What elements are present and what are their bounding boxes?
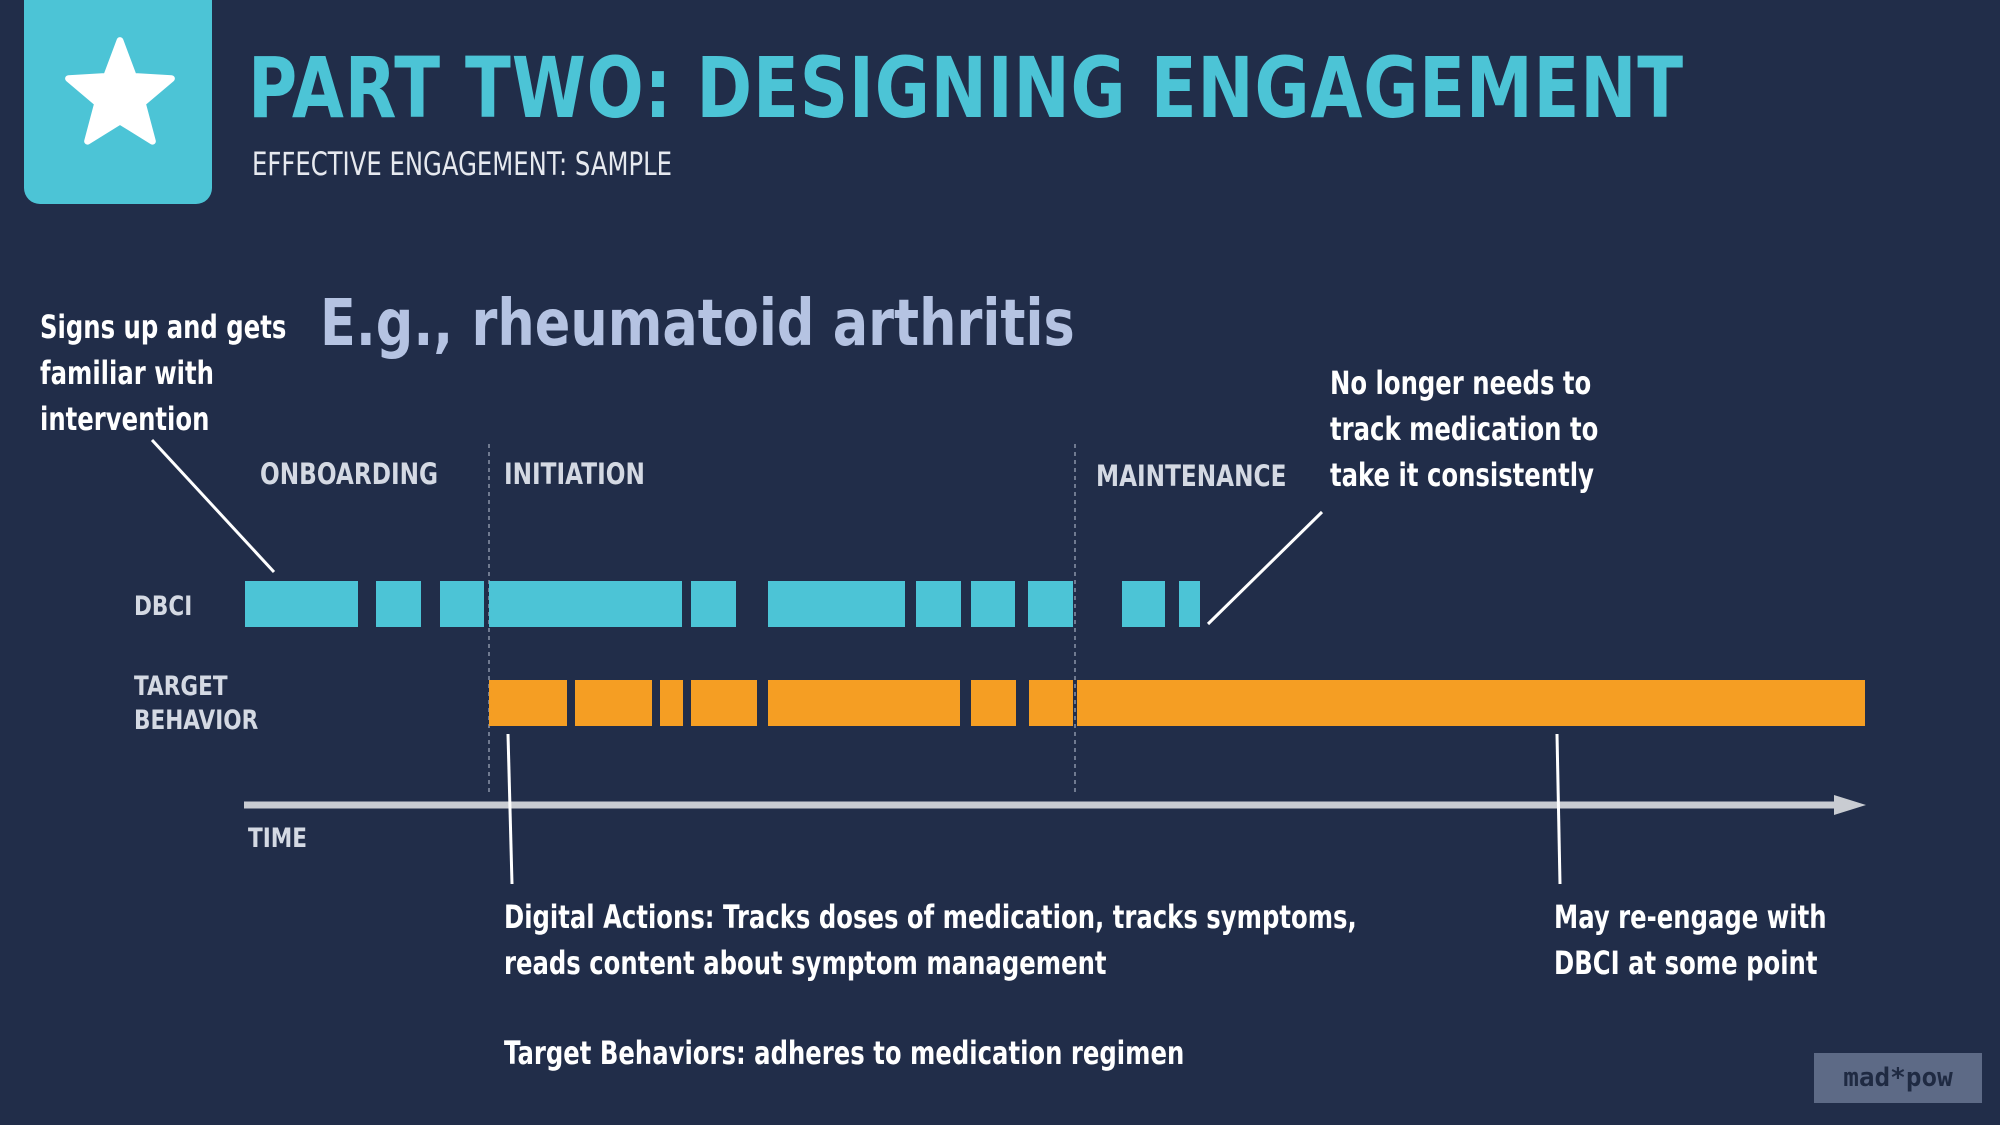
dbci-segment (1028, 581, 1073, 627)
phase-label-onboarding: ONBOARDING (260, 457, 439, 491)
phase-label-maintenance: MAINTENANCE (1096, 459, 1287, 493)
dbci-segment (376, 581, 421, 627)
target-segment (575, 680, 652, 726)
dbci-segment (1122, 581, 1165, 627)
row-label-dbci: DBCI (134, 591, 193, 622)
reengage-leader-line (1555, 733, 1562, 885)
target-segment (768, 680, 960, 726)
reengage-note: May re-engage with DBCI at some point (1554, 898, 1827, 982)
dbci-segment (489, 581, 682, 627)
star-icon (65, 37, 175, 145)
dbci-segment (916, 581, 961, 627)
target-segment (691, 680, 757, 726)
madpow-logo: mad*pow (1814, 1053, 1982, 1103)
target-behavior-row (489, 680, 1865, 726)
maintenance-note: No longer needs to track medication to t… (1330, 364, 1599, 494)
phase-label-initiation: INITIATION (504, 457, 645, 491)
onboarding-leader-line (150, 438, 276, 574)
time-axis-arrowhead (1834, 795, 1866, 815)
maintenance-leader-line (1206, 510, 1324, 626)
dbci-segment (440, 581, 484, 627)
dbci-segment (245, 581, 358, 627)
dbci-segment (1179, 581, 1200, 627)
target-segment (1077, 680, 1865, 726)
dbci-row (245, 581, 1200, 627)
row-label-target-behavior: TARGET BEHAVIOR (134, 671, 259, 736)
digital-actions-leader-line (506, 733, 514, 885)
page-title: PART TWO: DESIGNING ENGAGEMENT (248, 39, 1684, 137)
onboarding-note: Signs up and gets familiar with interven… (40, 308, 287, 438)
dbci-segment (768, 581, 905, 627)
target-behaviors-note: Target Behaviors: adheres to medication … (504, 1034, 1185, 1072)
logo-tile (24, 0, 212, 204)
digital-actions-note: Digital Actions: Tracks doses of medicat… (504, 898, 1357, 982)
target-segment (489, 680, 567, 726)
page-subtitle: EFFECTIVE ENGAGEMENT: SAMPLE (252, 145, 673, 183)
example-heading: E.g., rheumatoid arthritis (320, 287, 1075, 361)
target-segment (660, 680, 683, 726)
dbci-segment (691, 581, 736, 627)
axis-label-time: TIME (248, 823, 308, 854)
target-segment (971, 680, 1016, 726)
target-segment (1029, 680, 1073, 726)
dbci-segment (971, 581, 1015, 627)
